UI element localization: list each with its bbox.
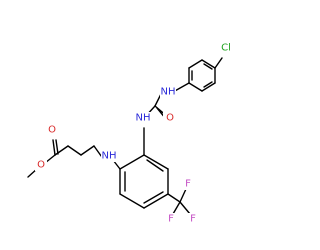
fluorine-top-label: F <box>185 179 191 190</box>
aryl-nh-label: NH <box>161 87 176 98</box>
central-ring <box>119 127 169 209</box>
ester-carbonyl-oxygen-label: O <box>48 125 56 136</box>
atom-labels: Cl NH O NH NH O O F F F <box>35 42 234 225</box>
structure-drawing: Cl NH O NH NH O O F F F <box>27 42 234 225</box>
carbonyl-oxygen-label: O <box>166 113 174 124</box>
amine-nh-label: NH <box>102 151 117 162</box>
molecule-diagram: Cl NH O NH NH O O F F F <box>27 42 234 225</box>
chlorophenyl-ring <box>188 57 223 92</box>
trifluoromethyl-group <box>167 188 191 215</box>
chlorine-label: Cl <box>221 43 231 54</box>
mid-nh-label: NH <box>136 113 151 124</box>
fluorine-right-label: F <box>190 214 196 225</box>
fluorine-left-label: F <box>168 214 174 225</box>
ester-oxygen-label: O <box>37 160 45 171</box>
